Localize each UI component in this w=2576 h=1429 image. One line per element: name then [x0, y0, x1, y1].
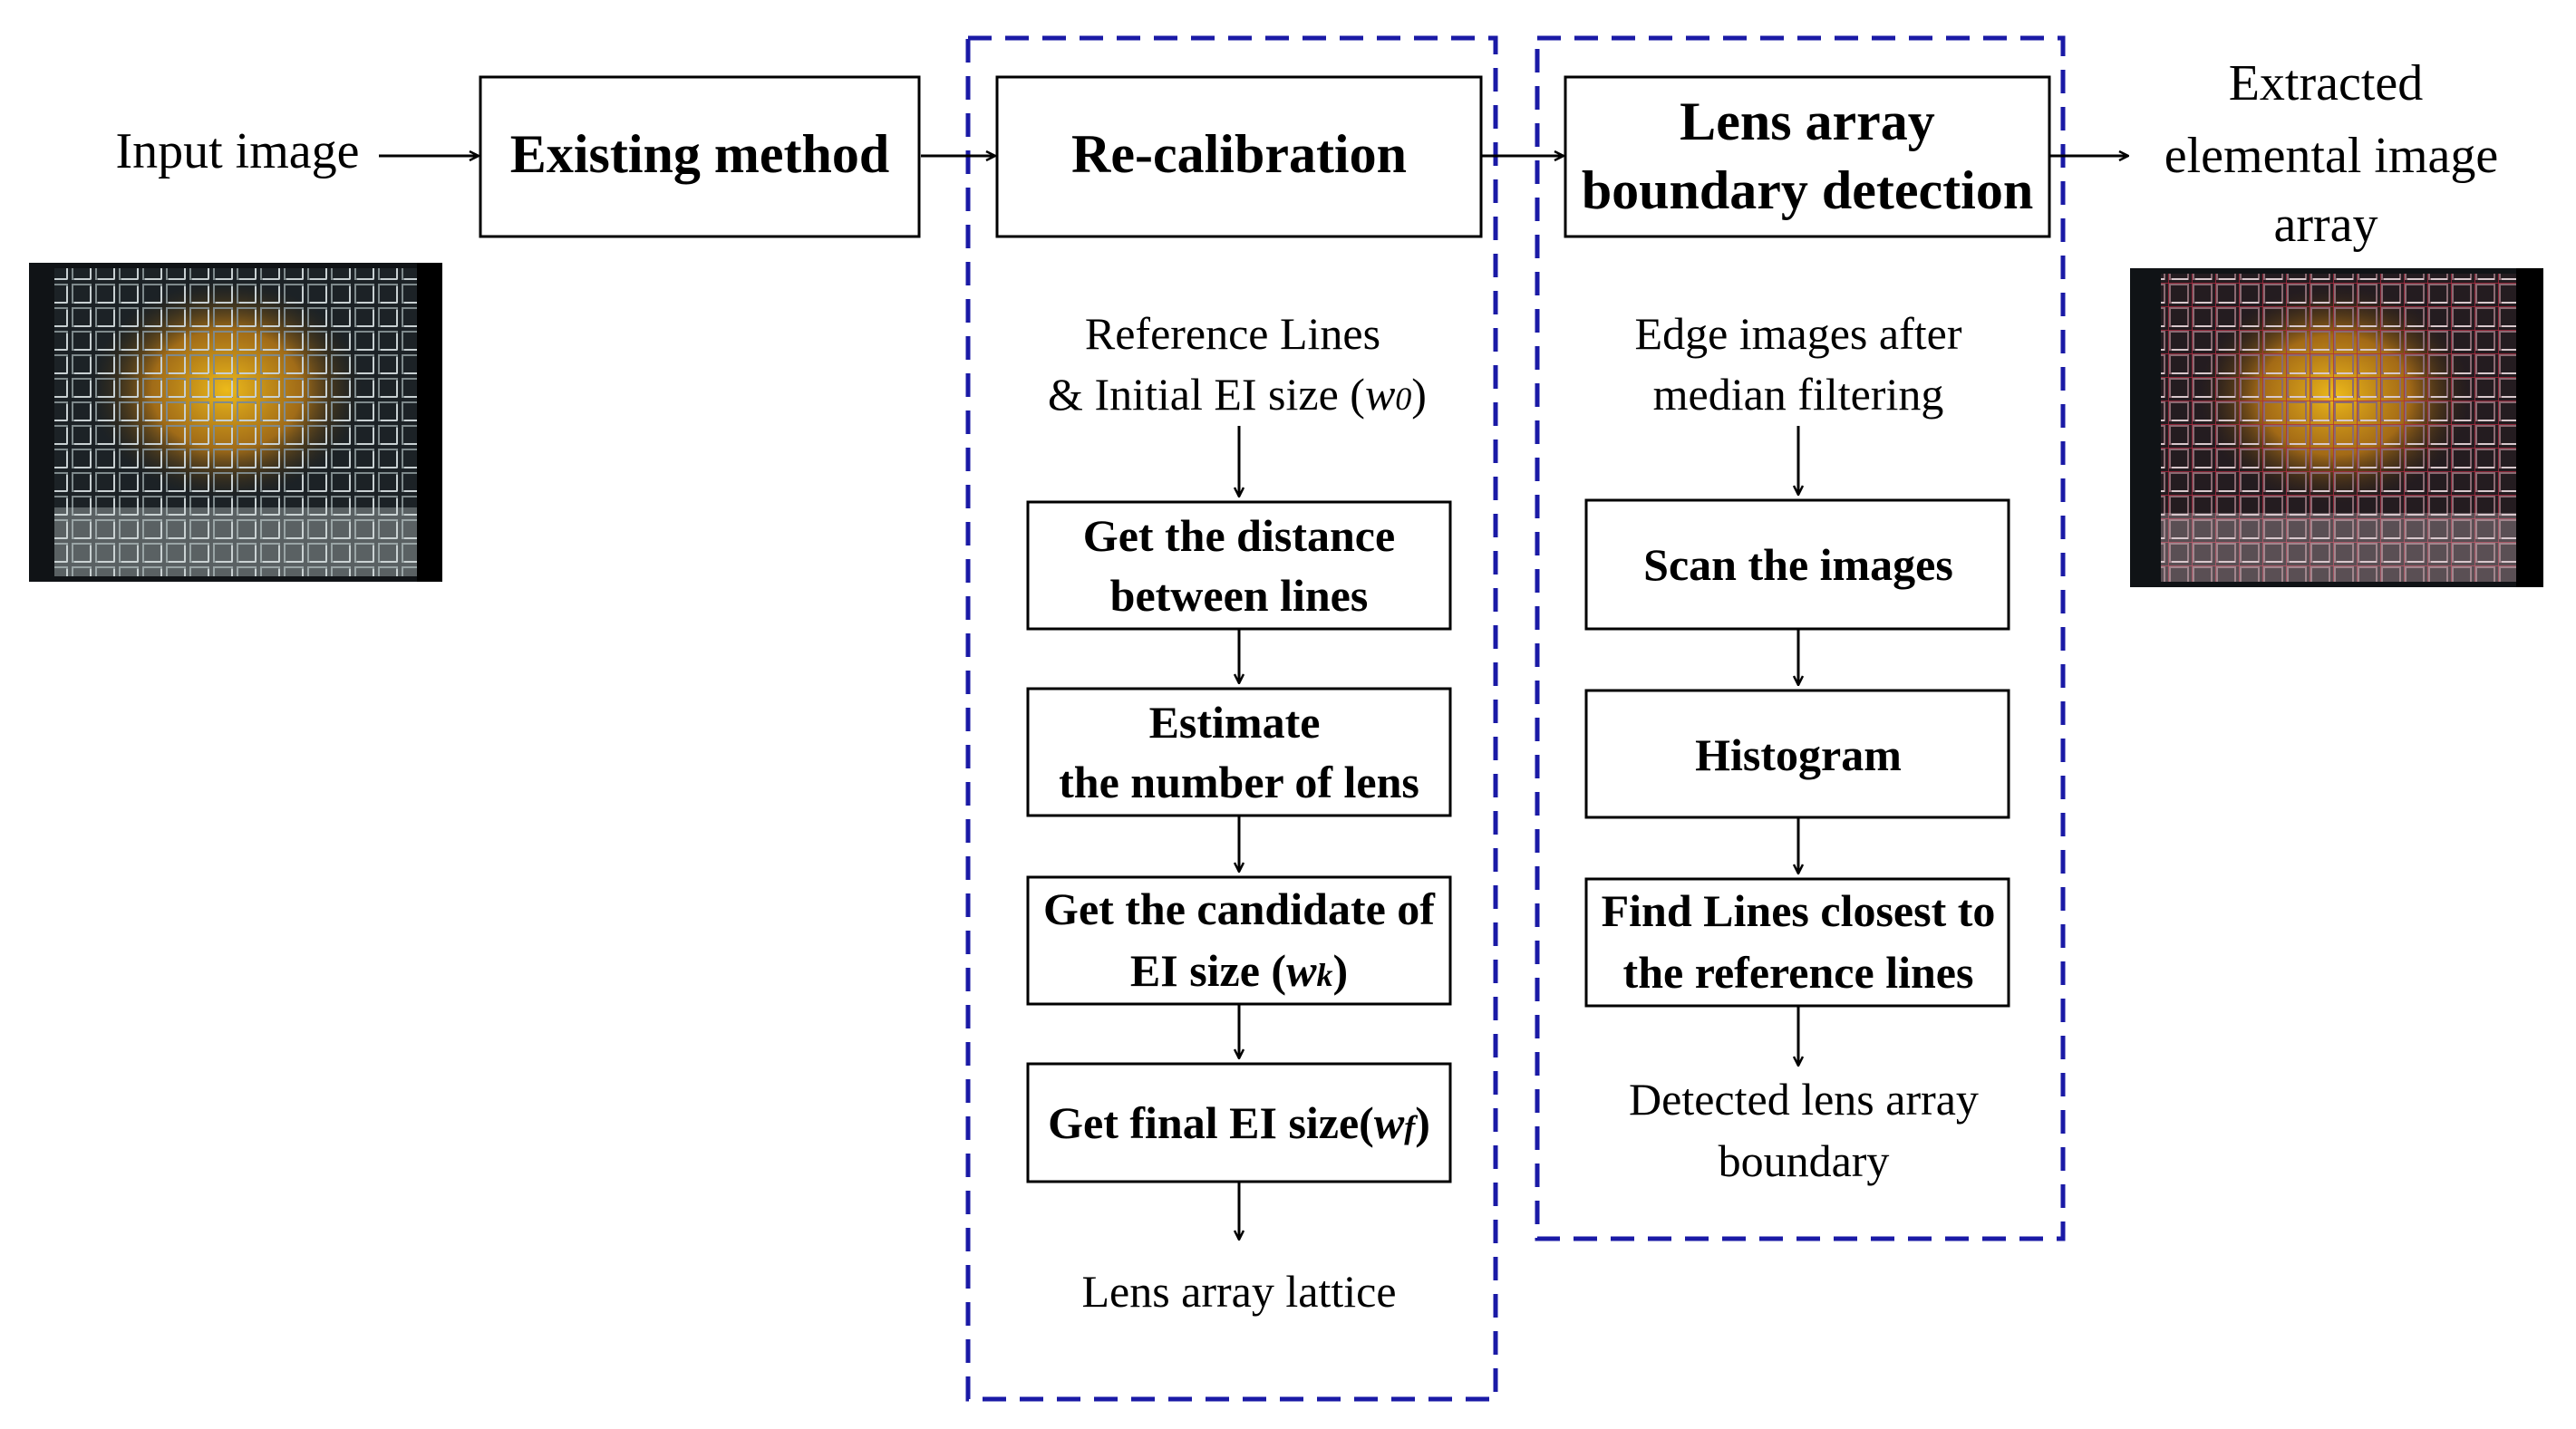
input-image-label: Input image [115, 123, 359, 179]
edge-images-line1: Edge images after [1635, 308, 1962, 359]
recalibration-box [995, 75, 1483, 238]
existing-method-label: Existing method [510, 124, 889, 184]
output-label-line3: array [2273, 197, 2377, 253]
candidate-line1: Get the candidate of [1043, 883, 1436, 934]
boundary-detection-box [1564, 75, 2051, 238]
existing-method-box [479, 75, 921, 238]
boundary-title-line1: Lens array [1680, 92, 1935, 151]
final-ei-size-box [1026, 1062, 1452, 1183]
estimate-line2: the number of lens [1059, 757, 1419, 807]
edge-images-line2: median filtering [1653, 369, 1944, 420]
detected-boundary-line1: Detected lens array [1629, 1074, 1979, 1125]
final-ei-size-label: Get final EI size(wf) [1048, 1097, 1430, 1148]
reference-lines-label: Reference Lines [1085, 308, 1380, 359]
histogram-label: Histogram [1695, 729, 1902, 780]
detected-boundary-line2: boundary [1719, 1135, 1890, 1186]
initial-ei-size-label: & Initial EI size (w0) [1048, 369, 1427, 420]
find-lines-line2: the reference lines [1623, 947, 1974, 998]
scan-images-box [1584, 498, 2010, 631]
candidate-line2: EI size (wk) [1130, 945, 1348, 996]
estimate-line1: Estimate [1149, 697, 1321, 748]
lens-array-lattice-label: Lens array lattice [1081, 1266, 1396, 1317]
recalibration-title: Re-calibration [1071, 124, 1407, 184]
recalibration-group-frame [965, 35, 1498, 1402]
candidate-ei-size-box [1026, 875, 1452, 1006]
histogram-box [1584, 689, 2010, 819]
find-lines-line1: Find Lines closest to [1602, 885, 1996, 936]
get-distance-line2: between lines [1110, 570, 1369, 621]
get-distance-line1: Get the distance [1083, 510, 1395, 561]
boundary-title-line2: boundary detection [1582, 160, 2033, 220]
find-lines-box [1584, 877, 2010, 1008]
estimate-lens-number-box [1026, 687, 1452, 817]
boundary-detection-group-frame [1535, 35, 2066, 1241]
output-label-line1: Extracted [2229, 55, 2424, 111]
extracted-image-thumbnail [2130, 268, 2543, 587]
output-label-line2: elemental image [2164, 128, 2498, 184]
scan-images-label: Scan the images [1643, 539, 1953, 590]
input-image-thumbnail [29, 263, 442, 582]
